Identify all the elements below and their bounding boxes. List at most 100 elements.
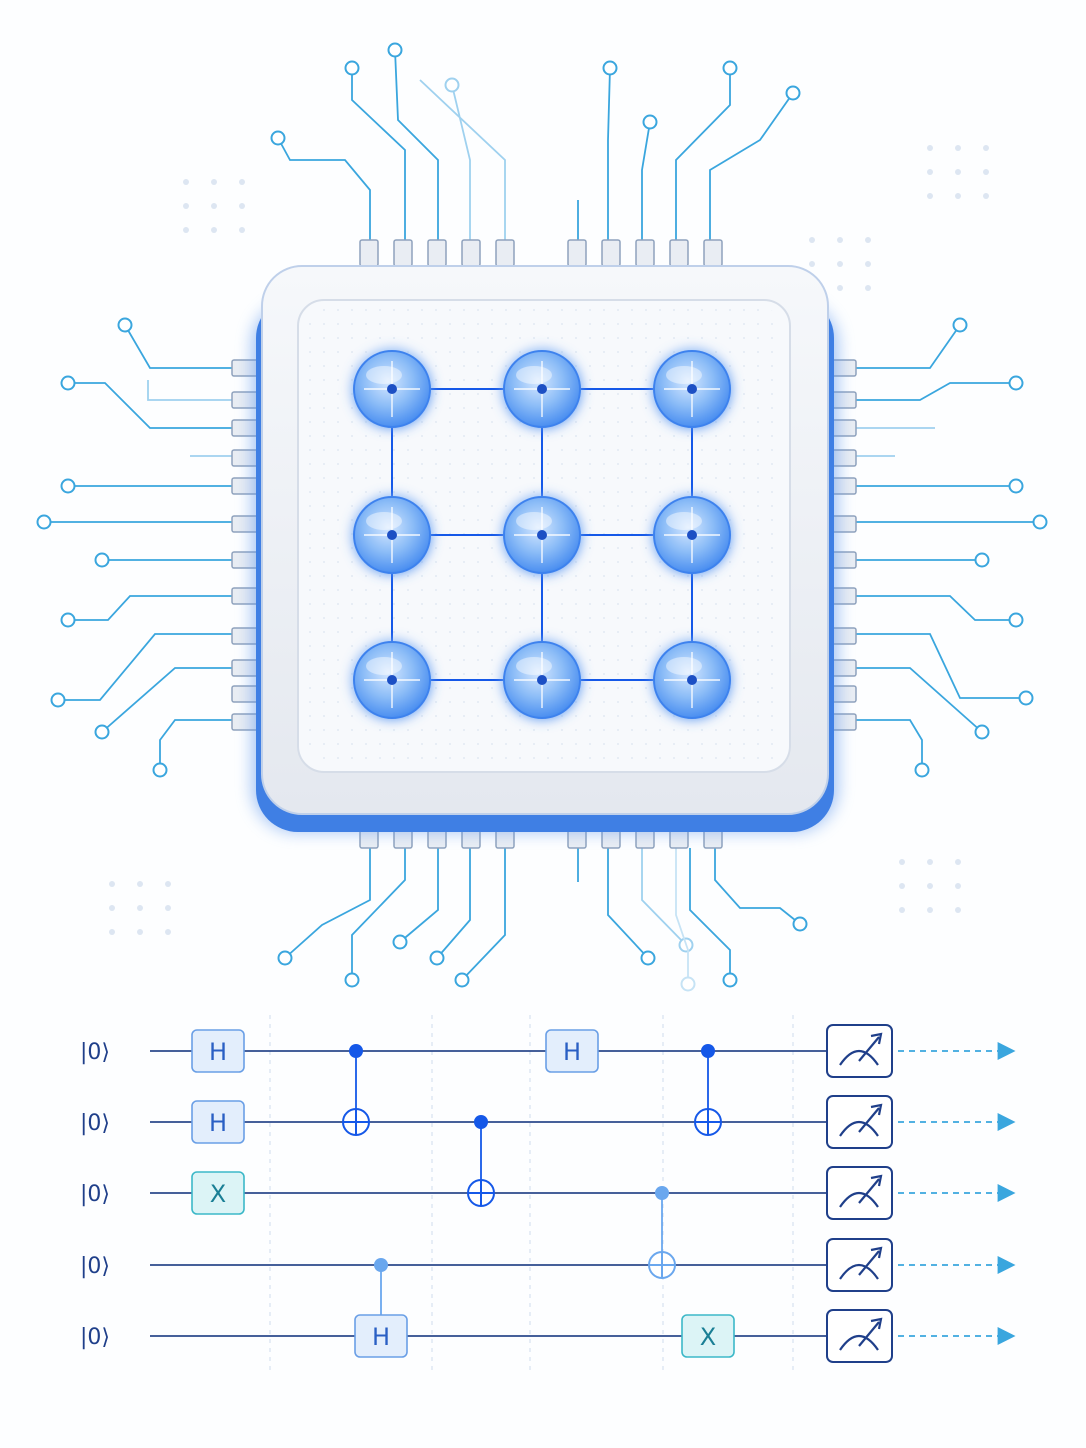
qubit-label: |0⟩ [80,1325,110,1350]
qubit-lattice [353,350,731,719]
trace-terminal [94,724,110,740]
trace [856,375,1024,401]
trace [856,552,990,568]
trace [602,60,618,240]
meter-icon [826,1309,893,1363]
hadamard-gate: H [545,1029,599,1073]
qubit [653,641,731,719]
trace-terminal [722,972,738,988]
trace-terminal [344,60,360,76]
gate-label: H [209,1038,227,1066]
dot-cluster [183,179,245,233]
qubit [653,496,731,574]
trace-terminal [952,317,968,333]
hadamard-gate: H [191,1029,245,1073]
trace-terminal [50,692,66,708]
control-dot [474,1115,488,1129]
trace [344,848,406,988]
trace-terminal [60,478,76,494]
trace [117,317,232,369]
trace-terminal [1008,478,1024,494]
chip-pin [635,239,655,267]
trace [344,60,406,240]
decorative-dots [109,145,989,935]
trace [856,317,968,369]
trace-terminal [117,317,133,333]
controlled-gate [374,1258,388,1318]
trace-terminal [1008,375,1024,391]
chip-pin [495,239,515,267]
trace [60,595,232,628]
chip-pin [669,239,689,267]
trace-terminal [344,972,360,988]
trace [94,667,232,740]
dot-cluster [899,859,961,913]
gate-label: H [563,1038,581,1066]
meter-icon [826,1166,893,1220]
trace [607,848,656,966]
qubit [503,496,581,574]
cnot-gate [648,1186,676,1279]
trace [270,130,371,240]
qubit-label: |0⟩ [80,1182,110,1207]
cnot-gate [467,1115,495,1207]
trace [444,77,471,240]
hadamard-gate: H [191,1100,245,1144]
trace-terminal [392,934,408,950]
trace [856,719,930,778]
chip-pin [427,239,447,267]
trace-terminal [722,60,738,76]
trace [392,848,439,950]
trace [689,848,738,988]
control-dot [701,1044,715,1058]
trace [147,380,232,401]
pauli-x-gate: X [681,1314,735,1358]
qubit-label: |0⟩ [80,1254,110,1279]
meter-icon [826,1024,893,1078]
trace [641,848,694,953]
cnot-gate [694,1044,722,1136]
qubit-label: |0⟩ [80,1040,110,1065]
trace-terminal [1008,612,1024,628]
gate-label: X [700,1323,716,1351]
trace-terminal [974,552,990,568]
trace-terminal [60,375,76,391]
trace-terminal [602,60,618,76]
gate-label: H [209,1109,227,1137]
trace-terminal [642,114,658,130]
qubit [503,641,581,719]
trace [709,85,801,240]
control-dot [374,1258,388,1272]
target-oplus [467,1179,495,1207]
trace [856,633,1034,706]
trace [94,552,232,568]
dot-cluster [927,145,989,199]
trace-terminal [387,42,403,58]
trace-terminal [914,762,930,778]
chip-pin [393,239,413,267]
trace-terminal [270,130,286,146]
control-dot [655,1186,669,1200]
cnot-gate [342,1044,370,1136]
qubit [503,350,581,428]
trace-terminal [640,950,656,966]
chip-pin [703,239,723,267]
trace-terminal [680,976,696,992]
trace [36,514,232,530]
trace-terminal [454,972,470,988]
trace-terminal [974,724,990,740]
qubit [353,496,431,574]
trace-terminal [60,612,76,628]
trace [714,848,808,932]
trace-terminal [277,950,293,966]
trace-terminal [36,514,52,530]
trace [429,848,471,966]
trace [50,633,232,708]
chip-traces [36,42,1048,992]
trace-terminal [785,85,801,101]
qubit-label: |0⟩ [80,1111,110,1136]
hadamard-gate: H [354,1314,408,1358]
